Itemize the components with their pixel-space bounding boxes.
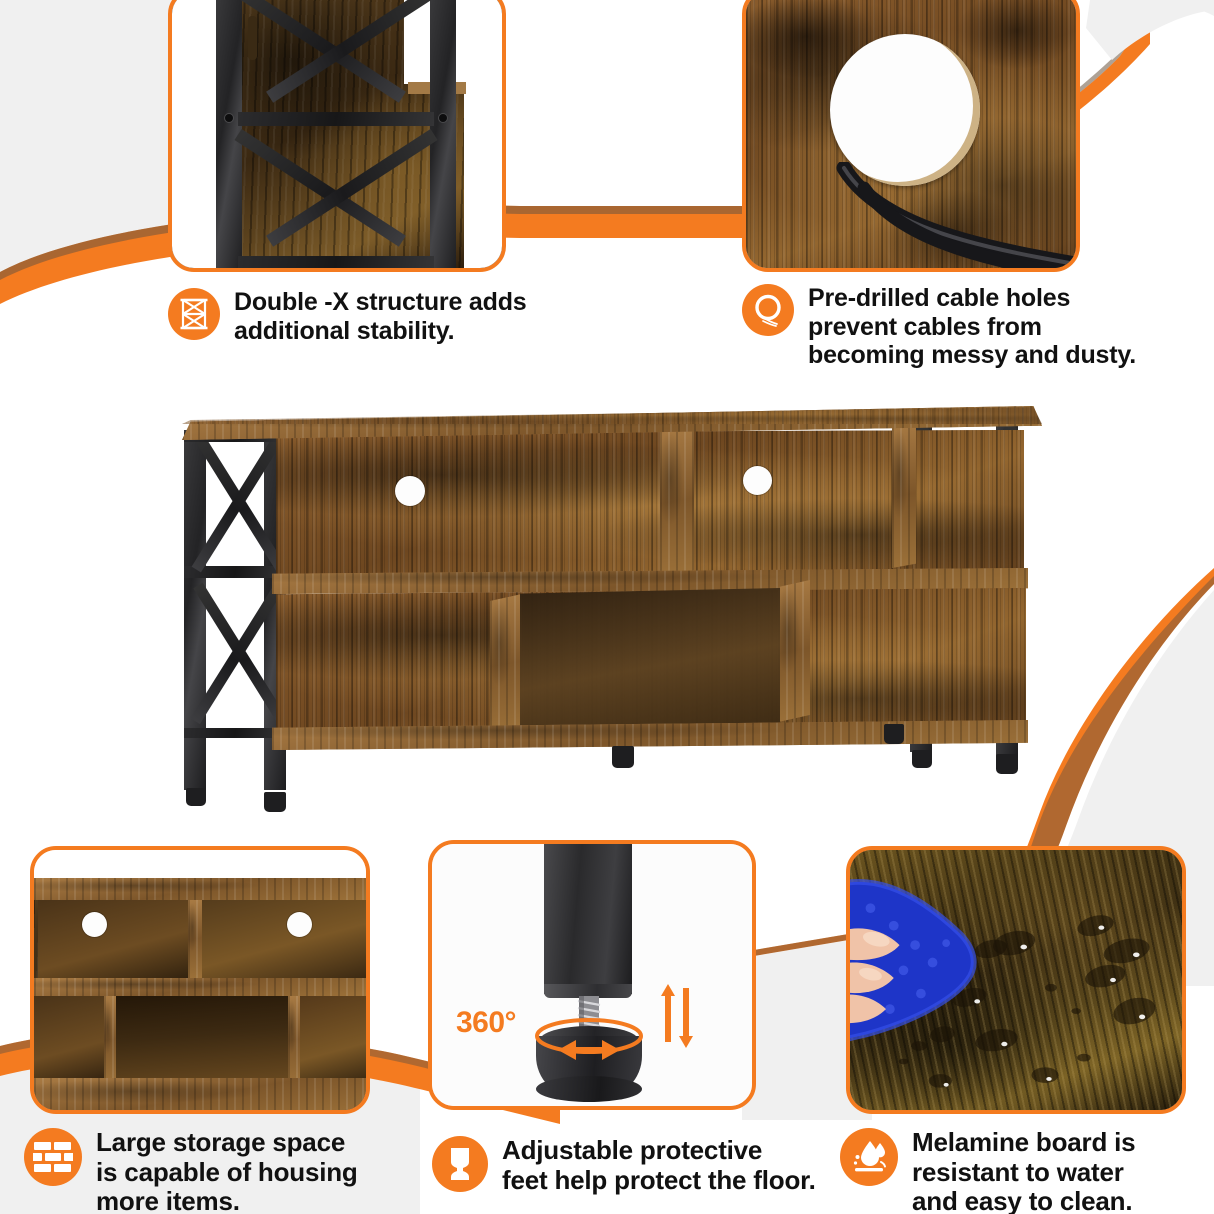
rotation-arrow-icon xyxy=(535,1018,643,1060)
photo-water-drops-wipe xyxy=(850,850,1182,1110)
cable-hole-left xyxy=(395,476,425,506)
feature-caption-text: Melamine board is resistant to water and… xyxy=(912,1127,1136,1214)
photo-adjustable-foot: 360° xyxy=(432,844,752,1106)
feature-caption-text: Large storage space is capable of housin… xyxy=(96,1127,358,1214)
cable-hole xyxy=(830,34,980,186)
feature-caption-text: Pre-drilled cable holes prevent cables f… xyxy=(808,284,1136,369)
feature-caption-double-x-structure: Double -X structure adds additional stab… xyxy=(168,288,588,345)
lower-middle-cubby xyxy=(520,588,780,728)
feature-caption-adjustable-feet: Adjustable protective feet help protect … xyxy=(432,1135,852,1195)
lower-divider-right xyxy=(778,580,810,722)
water-drop-icon xyxy=(840,1128,898,1186)
brick-wall-icon xyxy=(24,1128,82,1186)
feature-photo-water-resistant xyxy=(846,846,1186,1114)
up-down-arrow-icon xyxy=(661,984,693,1048)
lower-divider-left xyxy=(490,594,522,734)
photo-double-x-frame xyxy=(172,0,502,268)
photo-storage-compartments xyxy=(34,850,366,1110)
center-foot-left xyxy=(612,746,634,768)
shelf-x-frame-icon xyxy=(168,288,220,340)
upper-right-wall xyxy=(892,422,916,568)
upper-divider xyxy=(660,426,694,576)
feature-photo-large-storage xyxy=(30,846,370,1114)
feature-photo-double-x-structure xyxy=(168,0,506,272)
photo-cable-hole xyxy=(746,0,1076,268)
cable-hole-right xyxy=(743,466,772,495)
feature-photo-cable-holes xyxy=(742,0,1080,272)
feature-caption-melamine-water-resistant: Melamine board is resistant to water and… xyxy=(840,1127,1214,1214)
feature-caption-large-storage: Large storage space is capable of housin… xyxy=(24,1127,424,1214)
adjustable-foot-icon xyxy=(432,1136,488,1192)
cable-hole-ring-icon xyxy=(742,284,794,336)
center-foot-right xyxy=(884,724,904,744)
main-product-image xyxy=(168,398,1054,818)
feature-caption-cable-holes: Pre-drilled cable holes prevent cables f… xyxy=(742,284,1202,370)
feature-caption-text: Double -X structure adds additional stab… xyxy=(234,288,527,345)
feature-photo-adjustable-feet: 360° xyxy=(428,840,756,1110)
rotation-annotation: 360° xyxy=(456,1006,517,1039)
feature-caption-text: Adjustable protective feet help protect … xyxy=(502,1135,816,1195)
